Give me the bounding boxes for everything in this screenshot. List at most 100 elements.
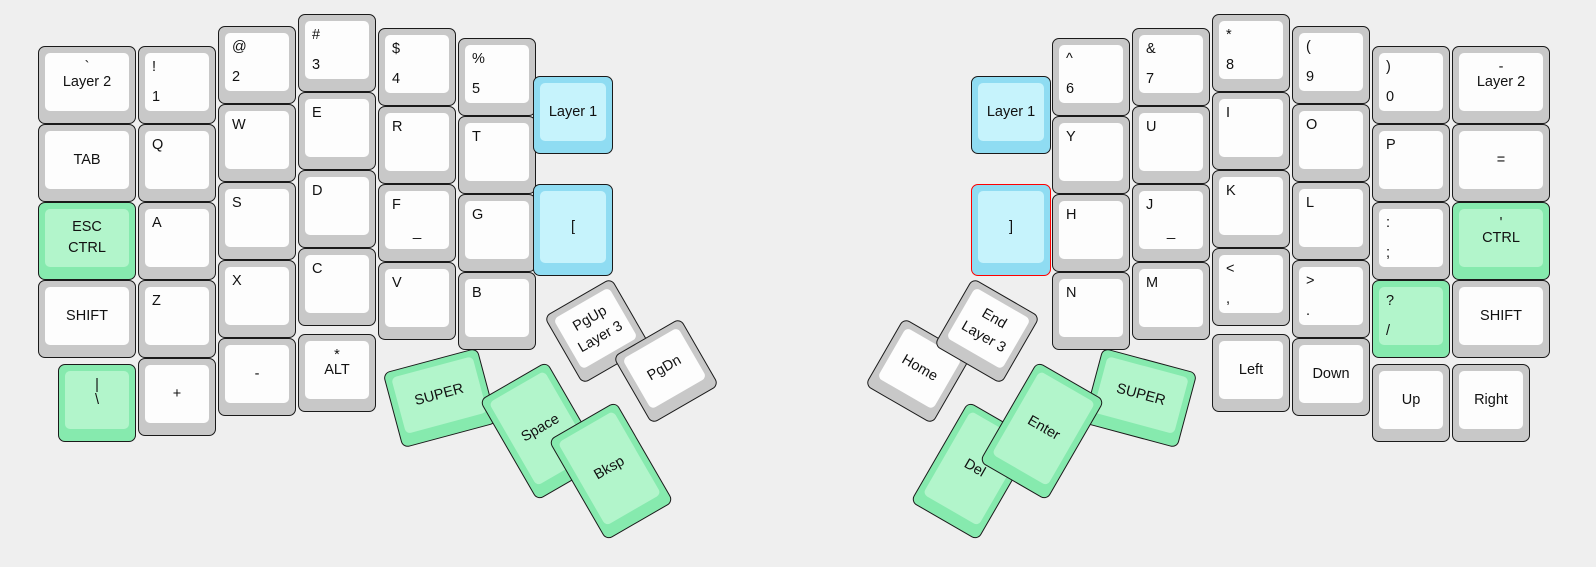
- keycap-surface: )0: [1379, 53, 1443, 111]
- key-right-n[interactable]: N: [1052, 272, 1130, 350]
- key-left-w[interactable]: W: [218, 104, 296, 182]
- key-left-layer2[interactable]: `Layer 2: [38, 46, 136, 124]
- key-left-x[interactable]: X: [218, 260, 296, 338]
- key-left-b[interactable]: B: [458, 272, 536, 350]
- key-legend: 4: [392, 70, 401, 87]
- key-right-comma[interactable]: <,: [1212, 248, 1290, 326]
- key-right-slash[interactable]: ?/: [1372, 280, 1450, 358]
- keycap-surface: -: [225, 345, 289, 403]
- key-legend: 6: [1066, 80, 1075, 97]
- key-left-t[interactable]: T: [458, 116, 536, 194]
- key-legend: =: [1496, 151, 1506, 168]
- key-right-h[interactable]: H: [1052, 194, 1130, 272]
- key-left-v[interactable]: V: [378, 262, 456, 340]
- keycap-surface: C: [305, 255, 369, 313]
- key-left-g[interactable]: G: [458, 194, 536, 272]
- key-right-9[interactable]: (9: [1292, 26, 1370, 104]
- keycap-surface: %5: [465, 45, 529, 103]
- key-right-equal[interactable]: =: [1452, 124, 1550, 202]
- keycap-surface: G: [465, 201, 529, 259]
- key-legend: H: [1066, 207, 1077, 223]
- key-legend: Layer 2: [1476, 73, 1526, 90]
- keycap-surface: L: [1299, 189, 1363, 247]
- key-left-alt[interactable]: *ALT: [298, 334, 376, 412]
- key-right-l[interactable]: L: [1292, 182, 1370, 260]
- key-legend: E: [312, 105, 322, 121]
- key-left-layer1[interactable]: Layer 1: [533, 76, 613, 154]
- key-right-layer1[interactable]: Layer 1: [971, 76, 1051, 154]
- key-left-minus[interactable]: -: [218, 338, 296, 416]
- key-legend: 3: [312, 56, 321, 73]
- key-left-5[interactable]: %5: [458, 38, 536, 116]
- key-left-3[interactable]: #3: [298, 14, 376, 92]
- key-right-j[interactable]: J_: [1132, 184, 1210, 262]
- key-right-ctrl[interactable]: 'CTRL: [1452, 202, 1550, 280]
- key-right-bracket-close[interactable]: ]: [971, 184, 1051, 276]
- keycap-surface: End Layer 3: [946, 287, 1031, 370]
- key-legend: .: [1306, 302, 1311, 319]
- key-right-y[interactable]: Y: [1052, 116, 1130, 194]
- key-legend: $: [392, 41, 401, 57]
- key-left-q[interactable]: Q: [138, 124, 216, 202]
- key-left-esc-ctrl[interactable]: ESC CTRL: [38, 202, 136, 280]
- key-right-shift[interactable]: SHIFT: [1452, 280, 1550, 358]
- keycap-surface: P: [1379, 131, 1443, 189]
- key-right-8[interactable]: *8: [1212, 14, 1290, 92]
- key-right-up[interactable]: Up: [1372, 364, 1450, 442]
- key-legend: P: [1386, 137, 1396, 153]
- key-left-f[interactable]: F_: [378, 184, 456, 262]
- key-left-r[interactable]: R: [378, 106, 456, 184]
- keycap-surface: <,: [1219, 255, 1283, 313]
- key-left-tab[interactable]: TAB: [38, 124, 136, 202]
- key-right-0[interactable]: )0: [1372, 46, 1450, 124]
- keycap-surface: -Layer 2: [1459, 53, 1543, 111]
- key-right-left[interactable]: Left: [1212, 334, 1290, 412]
- key-right-right[interactable]: Right: [1452, 364, 1530, 442]
- key-left-z[interactable]: Z: [138, 280, 216, 358]
- key-right-6[interactable]: ^6: [1052, 38, 1130, 116]
- keycap-surface: H: [1059, 201, 1123, 259]
- key-right-m[interactable]: M: [1132, 262, 1210, 340]
- key-left-shift[interactable]: SHIFT: [38, 280, 136, 358]
- key-right-down[interactable]: Down: [1292, 338, 1370, 416]
- key-left-a[interactable]: A: [138, 202, 216, 280]
- key-legend: Up: [1401, 391, 1421, 408]
- key-left-c[interactable]: C: [298, 248, 376, 326]
- key-right-period[interactable]: >.: [1292, 260, 1370, 338]
- key-left-d[interactable]: D: [298, 170, 376, 248]
- keycap-surface: ESC CTRL: [45, 209, 129, 267]
- key-right-o[interactable]: O: [1292, 104, 1370, 182]
- keycap-surface: `Layer 2: [45, 53, 129, 111]
- keycap-surface: O: [1299, 111, 1363, 169]
- keycap-surface: Layer 1: [978, 83, 1044, 141]
- key-legend: ): [1386, 59, 1391, 75]
- key-left-e[interactable]: E: [298, 92, 376, 170]
- key-right-i[interactable]: I: [1212, 92, 1290, 170]
- key-right-k[interactable]: K: [1212, 170, 1290, 248]
- key-left-4[interactable]: $4: [378, 28, 456, 106]
- key-legend: B: [472, 285, 482, 301]
- key-left-pipe-backslash[interactable]: |\: [58, 364, 136, 442]
- keycap-surface: F_: [385, 191, 449, 249]
- key-legend: Left: [1238, 361, 1264, 378]
- key-right-layer2[interactable]: -Layer 2: [1452, 46, 1550, 124]
- key-left-plus[interactable]: +: [138, 358, 216, 436]
- key-left-s[interactable]: S: [218, 182, 296, 260]
- key-right-semicolon[interactable]: :;: [1372, 202, 1450, 280]
- key-right-u[interactable]: U: [1132, 106, 1210, 184]
- key-legend: \: [94, 391, 100, 408]
- key-right-7[interactable]: &7: [1132, 28, 1210, 106]
- key-legend: ALT: [324, 361, 350, 378]
- keycap-surface: [: [540, 191, 606, 263]
- key-right-p[interactable]: P: [1372, 124, 1450, 202]
- key-left-2[interactable]: @2: [218, 26, 296, 104]
- key-left-1[interactable]: !1: [138, 46, 216, 124]
- key-legend: K: [1226, 183, 1236, 199]
- keycap-surface: @2: [225, 33, 289, 91]
- key-left-bracket-open[interactable]: [: [533, 184, 613, 276]
